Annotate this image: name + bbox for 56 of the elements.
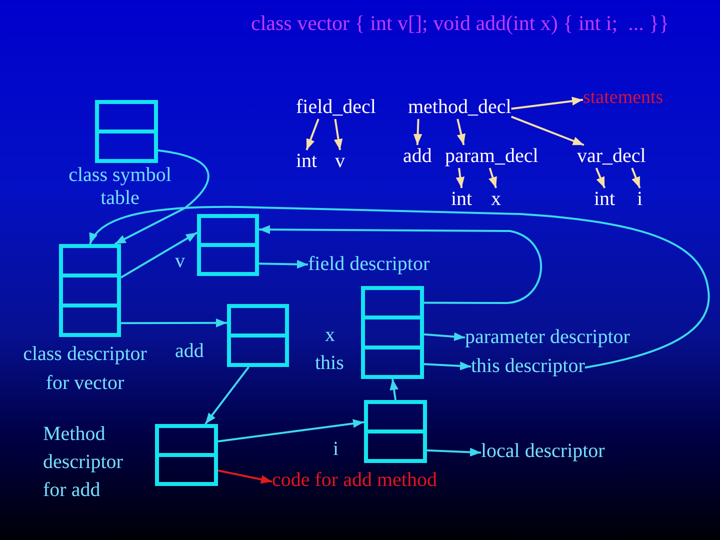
arrow: [510, 116, 584, 146]
arrow: [424, 332, 466, 342]
symbol-table: [197, 214, 259, 276]
symbol-table: [227, 304, 289, 367]
symbol-table: [361, 286, 424, 379]
arrow: [511, 96, 584, 110]
entry-label: v: [175, 250, 185, 273]
tree-node-label: method_decl: [408, 96, 512, 119]
arrow: [204, 366, 250, 425]
arrow: [631, 168, 641, 188]
tree-node-label: var_decl: [577, 145, 646, 168]
symbol-table: [364, 400, 427, 463]
descriptor-record: [155, 424, 218, 486]
entry-label: add: [175, 340, 204, 363]
tree-node-label: v: [335, 150, 345, 173]
arrow: [595, 168, 606, 188]
arrow: [424, 362, 472, 370]
arrow: [121, 318, 227, 328]
arrow: [456, 168, 465, 188]
entry-label: this: [315, 352, 344, 375]
code-label: code for add method: [272, 469, 437, 492]
tree-node-label: field_decl: [296, 96, 376, 119]
tree-node-label: add: [403, 145, 432, 168]
tree-node-label: int: [296, 150, 318, 173]
arrow: [488, 168, 497, 188]
arrow: [426, 448, 482, 457]
symbol-table: [95, 100, 158, 163]
table-caption: class descriptor for vector: [22, 342, 148, 396]
tree-node-label: i: [637, 188, 643, 211]
table-caption: Method descriptor for add: [43, 422, 124, 503]
descriptor-label: this descriptor: [471, 355, 585, 378]
arrow: [120, 232, 198, 278]
arrow: [89, 206, 710, 369]
descriptor-label: parameter descriptor: [465, 326, 630, 349]
tree-node-label: statements: [583, 86, 664, 109]
arrow: [114, 149, 210, 245]
descriptor-label: local descriptor: [481, 440, 605, 463]
arrow: [218, 470, 272, 484]
arrow: [218, 419, 364, 442]
title: class vector { int v[]; void add(int x) { int i; ... }}: [251, 12, 670, 35]
table-caption: class symbol table: [68, 164, 172, 210]
descriptor-record: [59, 244, 121, 337]
entry-label: x: [325, 324, 335, 347]
tree-node-label: int: [594, 188, 616, 211]
arrow: [334, 118, 343, 150]
arrow: [306, 118, 320, 150]
arrow: [413, 118, 422, 146]
tree-node-label: param_decl: [445, 145, 538, 168]
arrow: [456, 118, 466, 146]
tree-node-label: int: [451, 188, 472, 211]
tree-node-label: x: [491, 188, 501, 211]
arrow: [259, 225, 542, 304]
arrow: [390, 378, 398, 400]
descriptor-label: field descriptor: [308, 253, 430, 276]
entry-label: i: [333, 438, 339, 461]
arrow: [258, 260, 308, 269]
